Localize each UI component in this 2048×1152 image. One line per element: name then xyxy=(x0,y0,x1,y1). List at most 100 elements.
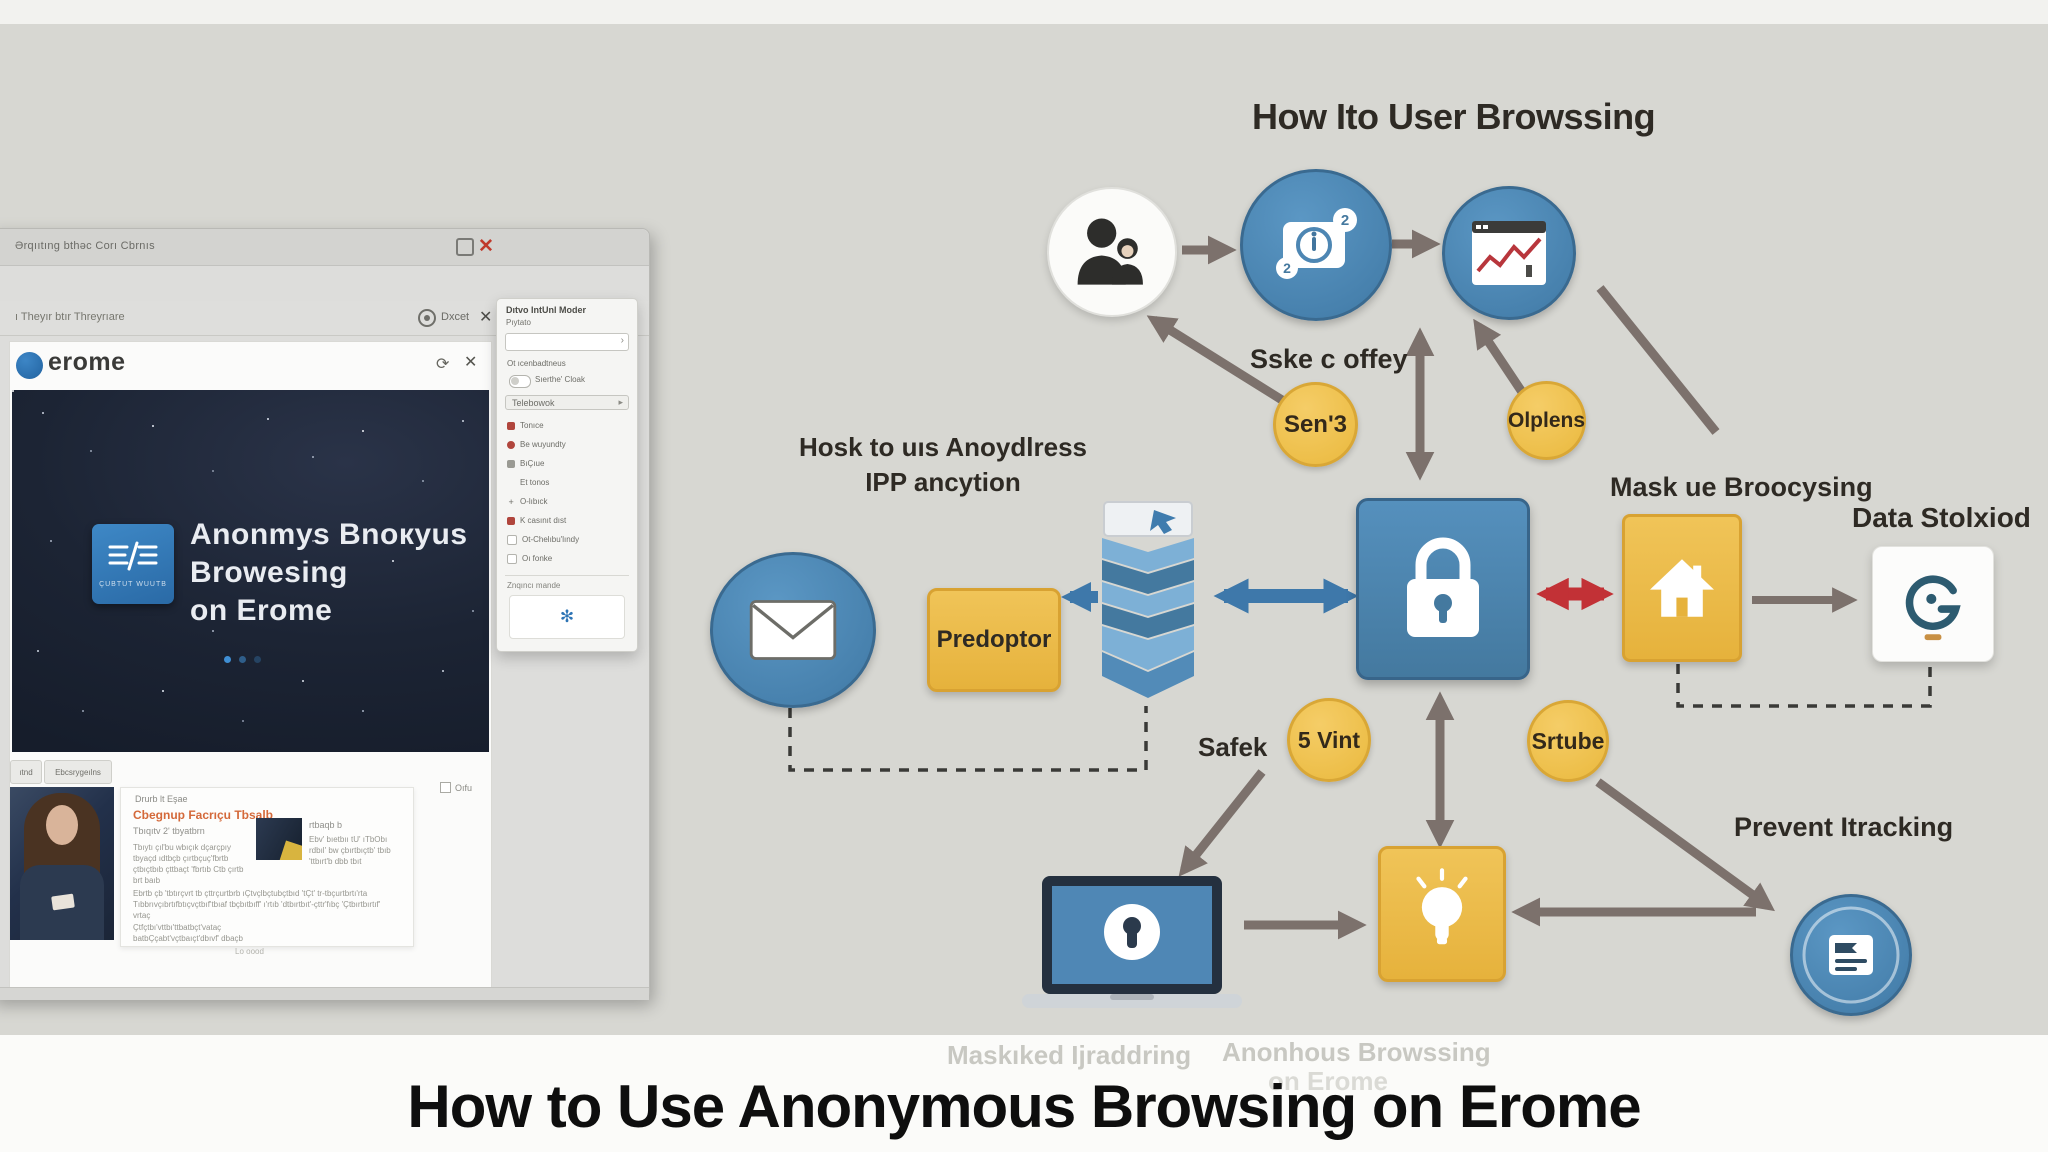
thumb-text: Ebv' bıetbıı tU' ıTbObı rdbıl' bw çbırtb… xyxy=(309,835,391,866)
svg-text:2: 2 xyxy=(1283,260,1291,276)
card-thumbnail[interactable] xyxy=(256,818,302,860)
laptop-node[interactable] xyxy=(1018,874,1246,1016)
content-close-icon[interactable]: ✕ xyxy=(464,354,478,371)
house-icon xyxy=(1650,559,1714,617)
menu-item[interactable]: +O-lıbıck xyxy=(508,496,548,507)
server-stack-icon xyxy=(1102,501,1194,698)
panel-divider xyxy=(505,575,629,576)
prevent-tracking-node[interactable] xyxy=(1790,894,1912,1016)
cloak-toggle[interactable] xyxy=(509,375,531,388)
node-sen3-label: Sen'3 xyxy=(1283,410,1348,438)
label-hosk: Hosk to uıs Anoydlress IPP ancytion xyxy=(778,430,1108,500)
woman-photo-thumbnail[interactable] xyxy=(10,787,114,940)
camera-node[interactable]: 2 2 xyxy=(1240,169,1392,321)
tab-right-label: Ebcsrygeılns xyxy=(55,767,101,777)
laptop-privacy-icon xyxy=(1022,876,1242,1008)
close-icon[interactable]: ✕ xyxy=(478,236,494,257)
erome-logo-icon xyxy=(16,352,43,379)
network-select[interactable]: Telebowok ▸ xyxy=(505,395,629,410)
menu-item[interactable]: BıÇıue xyxy=(507,455,629,472)
menu-item[interactable]: Oı fonke xyxy=(507,550,629,567)
toolbar-action-label[interactable]: Dxcet xyxy=(441,311,470,323)
record-icon[interactable] xyxy=(418,309,436,327)
menu-item[interactable]: K casınıt dıst xyxy=(507,512,629,529)
card-heading[interactable]: Cbeɡnup Facrıçu Tbsalb xyxy=(133,808,274,822)
cloak-toggle-label: Sıerthe' Cloak xyxy=(535,375,585,384)
browser-window: Ərqııtıng bthəc Corı Cbrnıs ✕ ı Theyır b… xyxy=(0,228,650,1000)
svg-text:2: 2 xyxy=(1341,212,1349,229)
starfield xyxy=(12,390,14,392)
red-square-icon xyxy=(507,516,515,525)
node-olplens[interactable]: Olplens xyxy=(1507,381,1586,460)
watermark-right-line2: on Erome xyxy=(1268,1066,1388,1096)
bulb-node[interactable] xyxy=(1378,846,1506,982)
email-node[interactable] xyxy=(710,552,876,708)
browser-chart-icon xyxy=(1472,221,1546,285)
hero-title-line1: Anonmys Bnoкyus xyxy=(190,518,468,551)
proxy-server-node[interactable] xyxy=(1096,500,1200,706)
card-paragraph-3: Çtfçtbı'vttbı'ttbatbçt'vataç batbÇçabt'v… xyxy=(133,923,243,943)
side-checkbox[interactable]: Oıfu xyxy=(440,782,472,793)
predoptor-node[interactable]: Predoptor xyxy=(927,588,1061,692)
node-svint[interactable]: 5 Vint xyxy=(1287,698,1371,782)
people-icon xyxy=(1077,218,1143,285)
window-titlebar[interactable]: Ərqııtıng bthəc Corı Cbrnıs ✕ xyxy=(0,229,649,266)
window-status-strip xyxy=(0,987,649,1000)
blank-icon xyxy=(507,479,515,487)
watermark-right: Anonhous Browssing xyxy=(1222,1037,1491,1067)
watermark-left: Maskıked Ijraddring xyxy=(947,1040,1192,1070)
menu-item[interactable]: Et tonos xyxy=(507,474,629,491)
checkbox-icon[interactable] xyxy=(440,782,451,793)
label-safek: Safek xyxy=(1198,732,1268,762)
menu-item[interactable]: Tonıce xyxy=(507,417,629,434)
window-title: Ərqııtıng bthəc Corı Cbrnıs xyxy=(15,240,155,252)
hero-banner: ÇUBTUT WUUTB Anonmys Bnoкyus Browesing o… xyxy=(12,390,489,752)
card-paragraph-2: Ebrtb çb 'tbtırçvrt tb çttrçurtbrb ıÇtvç… xyxy=(133,889,381,920)
menu-item[interactable]: Ot-Chelıbu'lındy xyxy=(507,531,629,548)
eve-lines-icon xyxy=(108,541,158,570)
card-tiny-text: Drurb lt Eşae xyxy=(135,794,188,804)
outline-square-icon xyxy=(507,553,517,564)
g-swirl-icon xyxy=(1905,575,1961,641)
top-band xyxy=(0,0,2048,24)
carousel-dots[interactable] xyxy=(224,656,261,663)
envelope-icon xyxy=(749,600,837,660)
tracking-doc-icon xyxy=(1802,906,1900,1004)
home-node[interactable] xyxy=(1622,514,1742,662)
node-sen3[interactable]: Sen'3 xyxy=(1273,382,1358,467)
settings-panel: Dıtvo IntUnl Moder Pıytato › Ot ıcenbadt… xyxy=(496,298,638,652)
label-hosk-line2: IPP ancytion xyxy=(865,467,1021,497)
panel-search-input[interactable]: › xyxy=(505,333,629,351)
erome-wordmark: erome xyxy=(48,348,126,376)
title-band xyxy=(0,1035,2048,1152)
predoptor-label: Predoptor xyxy=(936,626,1052,653)
card-paragraph-1: Tbıytı çıl'bu wbıçık dçarçpıy tbyaçd ıdt… xyxy=(133,843,244,885)
refresh-icon[interactable]: ⟳ xyxy=(436,356,450,373)
thumb-caption: rtbaqb b xyxy=(309,820,343,830)
menu-item[interactable]: Be wuyundty xyxy=(507,436,629,453)
panel-action-card[interactable]: ✻ xyxy=(509,595,625,639)
tab-left[interactable]: ıtnd xyxy=(10,760,42,784)
panel-subtitle: Pıytato xyxy=(506,318,531,327)
card-subheading: Tbıqıtv 2' tbyatbrn xyxy=(133,826,205,836)
panel-top-item[interactable]: Ot ıcenbadtneus xyxy=(507,359,566,368)
network-select-value: Telebowok xyxy=(512,397,555,408)
red-circle-icon xyxy=(507,440,515,449)
maximize-icon[interactable] xyxy=(456,238,474,256)
node-srtube-label: Srtube xyxy=(1531,727,1605,754)
browser-content: erome ⟳ ✕ ÇUBTUT WUUTB Anonmys xyxy=(9,341,492,991)
caret-icon: ▸ xyxy=(618,397,623,407)
node-olplens-label: Olplens xyxy=(1507,408,1586,432)
toolbar-close-icon[interactable]: ✕ xyxy=(479,309,493,326)
outline-square-icon xyxy=(507,534,517,545)
node-srtube[interactable]: Srtube xyxy=(1527,700,1609,782)
chart-node[interactable] xyxy=(1442,186,1576,320)
lock-node[interactable] xyxy=(1356,498,1530,680)
article-card: Drurb lt Eşae Cbeɡnup Facrıçu Tbsalb Tbı… xyxy=(120,787,414,947)
toolbar-text: ı Theyır btır Threyrıare xyxy=(15,311,125,323)
tab-right[interactable]: Ebcsrygeılns xyxy=(44,760,112,784)
users-node[interactable] xyxy=(1047,187,1177,317)
data-protection-node[interactable] xyxy=(1872,546,1994,662)
red-square-icon xyxy=(507,421,515,430)
